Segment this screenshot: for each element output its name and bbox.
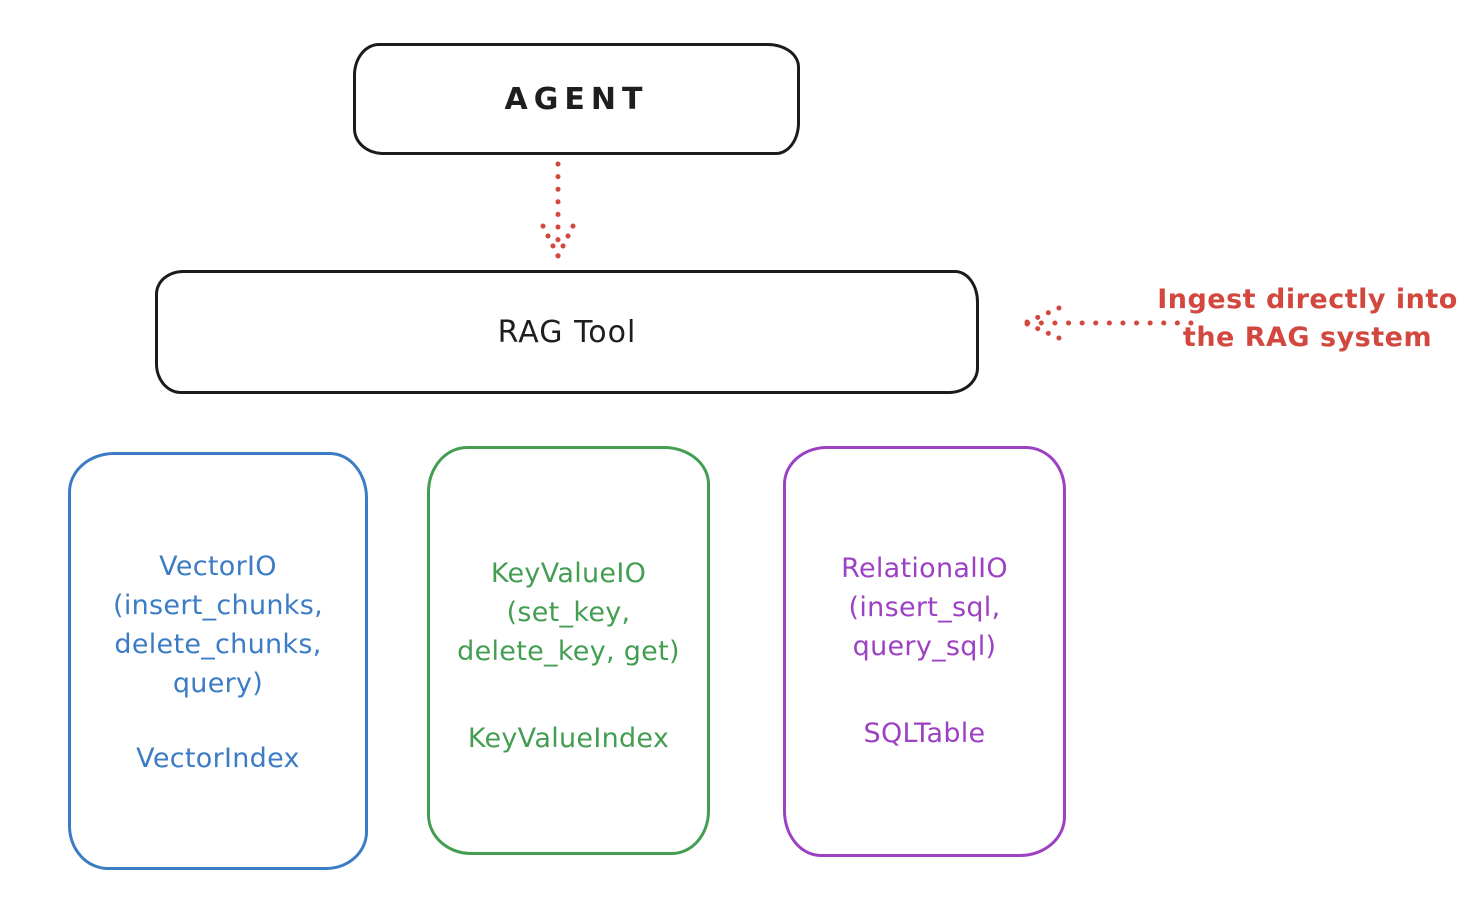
store-line: (insert_sql, [848,592,1001,623]
store-line: KeyValueIO [490,558,647,589]
store-line: (insert_chunks, [113,590,323,621]
ingest-annotation: Ingest directly into the RAG system [1135,281,1480,357]
store-index-label: KeyValueIndex [467,723,670,754]
ingest-annotation-line1: Ingest directly into [1157,284,1458,315]
store-line: query_sql) [852,631,997,662]
store-line: (set_key, [506,597,631,628]
rag-tool-box: RAG Tool [155,270,979,394]
store-box-keyvalue-io: KeyValueIO (set_key, delete_key, get) Ke… [427,446,710,855]
store-line: VectorIO [159,551,277,582]
store-box-relational-io: RelationalIO (insert_sql, query_sql) SQL… [783,446,1066,857]
store-box-vector-io: VectorIO (insert_chunks, delete_chunks, … [68,452,368,870]
store-index-label: SQLTable [863,718,986,749]
agent-to-ragtool-arrow [540,161,576,259]
store-line: delete_key, get) [457,636,680,667]
agent-label: AGENT [504,81,649,117]
agent-box: AGENT [353,43,800,155]
rag-tool-label: RAG Tool [497,314,637,350]
store-line: query) [172,668,264,699]
ingest-annotation-line2: the RAG system [1182,322,1433,353]
store-line: RelationalIO [841,553,1008,584]
store-index-label: VectorIndex [136,743,300,774]
store-line: delete_chunks, [114,629,322,660]
ingest-arrow [1022,305,1194,341]
